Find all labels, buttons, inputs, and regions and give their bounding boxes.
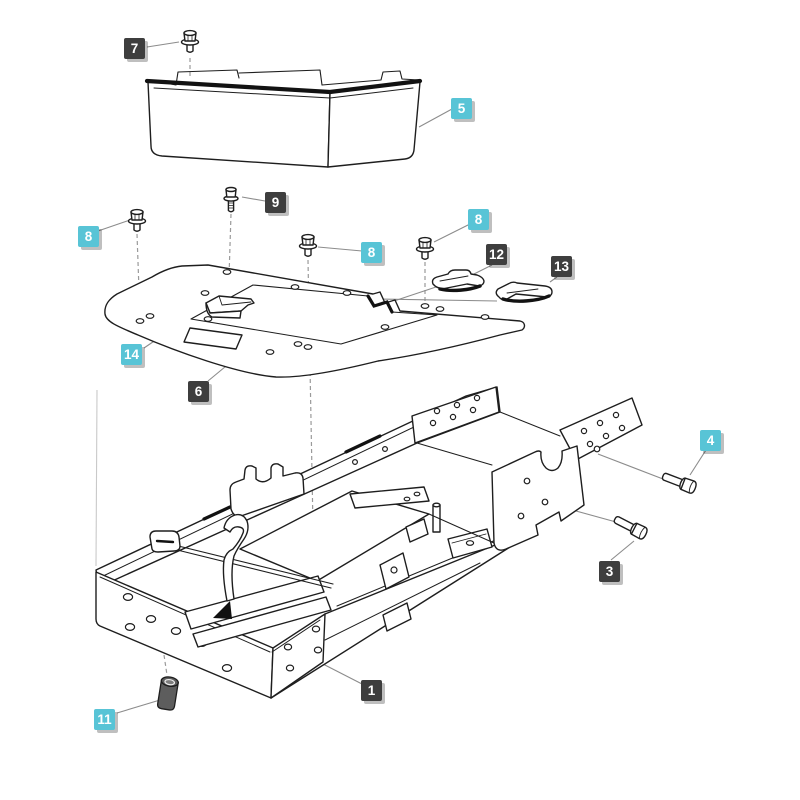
- bolt-8-right: [415, 236, 435, 260]
- callout-1[interactable]: 1: [361, 680, 382, 701]
- part-bracket-13: [495, 281, 553, 303]
- bolt-4: [660, 469, 699, 496]
- callout-4[interactable]: 4: [700, 430, 721, 451]
- callout-9[interactable]: 9: [265, 192, 286, 213]
- callout-3[interactable]: 3: [599, 561, 620, 582]
- callout-8-right[interactable]: 8: [468, 209, 489, 230]
- part-tray: [144, 69, 423, 168]
- callout-8-middle[interactable]: 8: [361, 242, 382, 263]
- part-bracket-12: [431, 269, 485, 293]
- callout-13[interactable]: 13: [551, 256, 572, 277]
- callout-12[interactable]: 12: [486, 244, 507, 265]
- bolt-9: [223, 186, 239, 213]
- part-panel: [104, 264, 526, 378]
- leader-lines: [97, 41, 707, 714]
- part-cap-plug: [156, 676, 180, 711]
- callout-8-left[interactable]: 8: [78, 226, 99, 247]
- bolt-7: [180, 29, 200, 53]
- bolt-8-middle: [298, 233, 318, 257]
- part-latch: [205, 295, 255, 319]
- callout-6[interactable]: 6: [188, 381, 209, 402]
- callout-5[interactable]: 5: [451, 98, 472, 119]
- callout-7[interactable]: 7: [124, 38, 145, 59]
- bolt-8-left: [127, 208, 147, 232]
- bolt-3: [611, 512, 650, 542]
- callout-11[interactable]: 11: [94, 709, 115, 730]
- part-frame: [95, 386, 643, 699]
- callout-14[interactable]: 14: [121, 344, 142, 365]
